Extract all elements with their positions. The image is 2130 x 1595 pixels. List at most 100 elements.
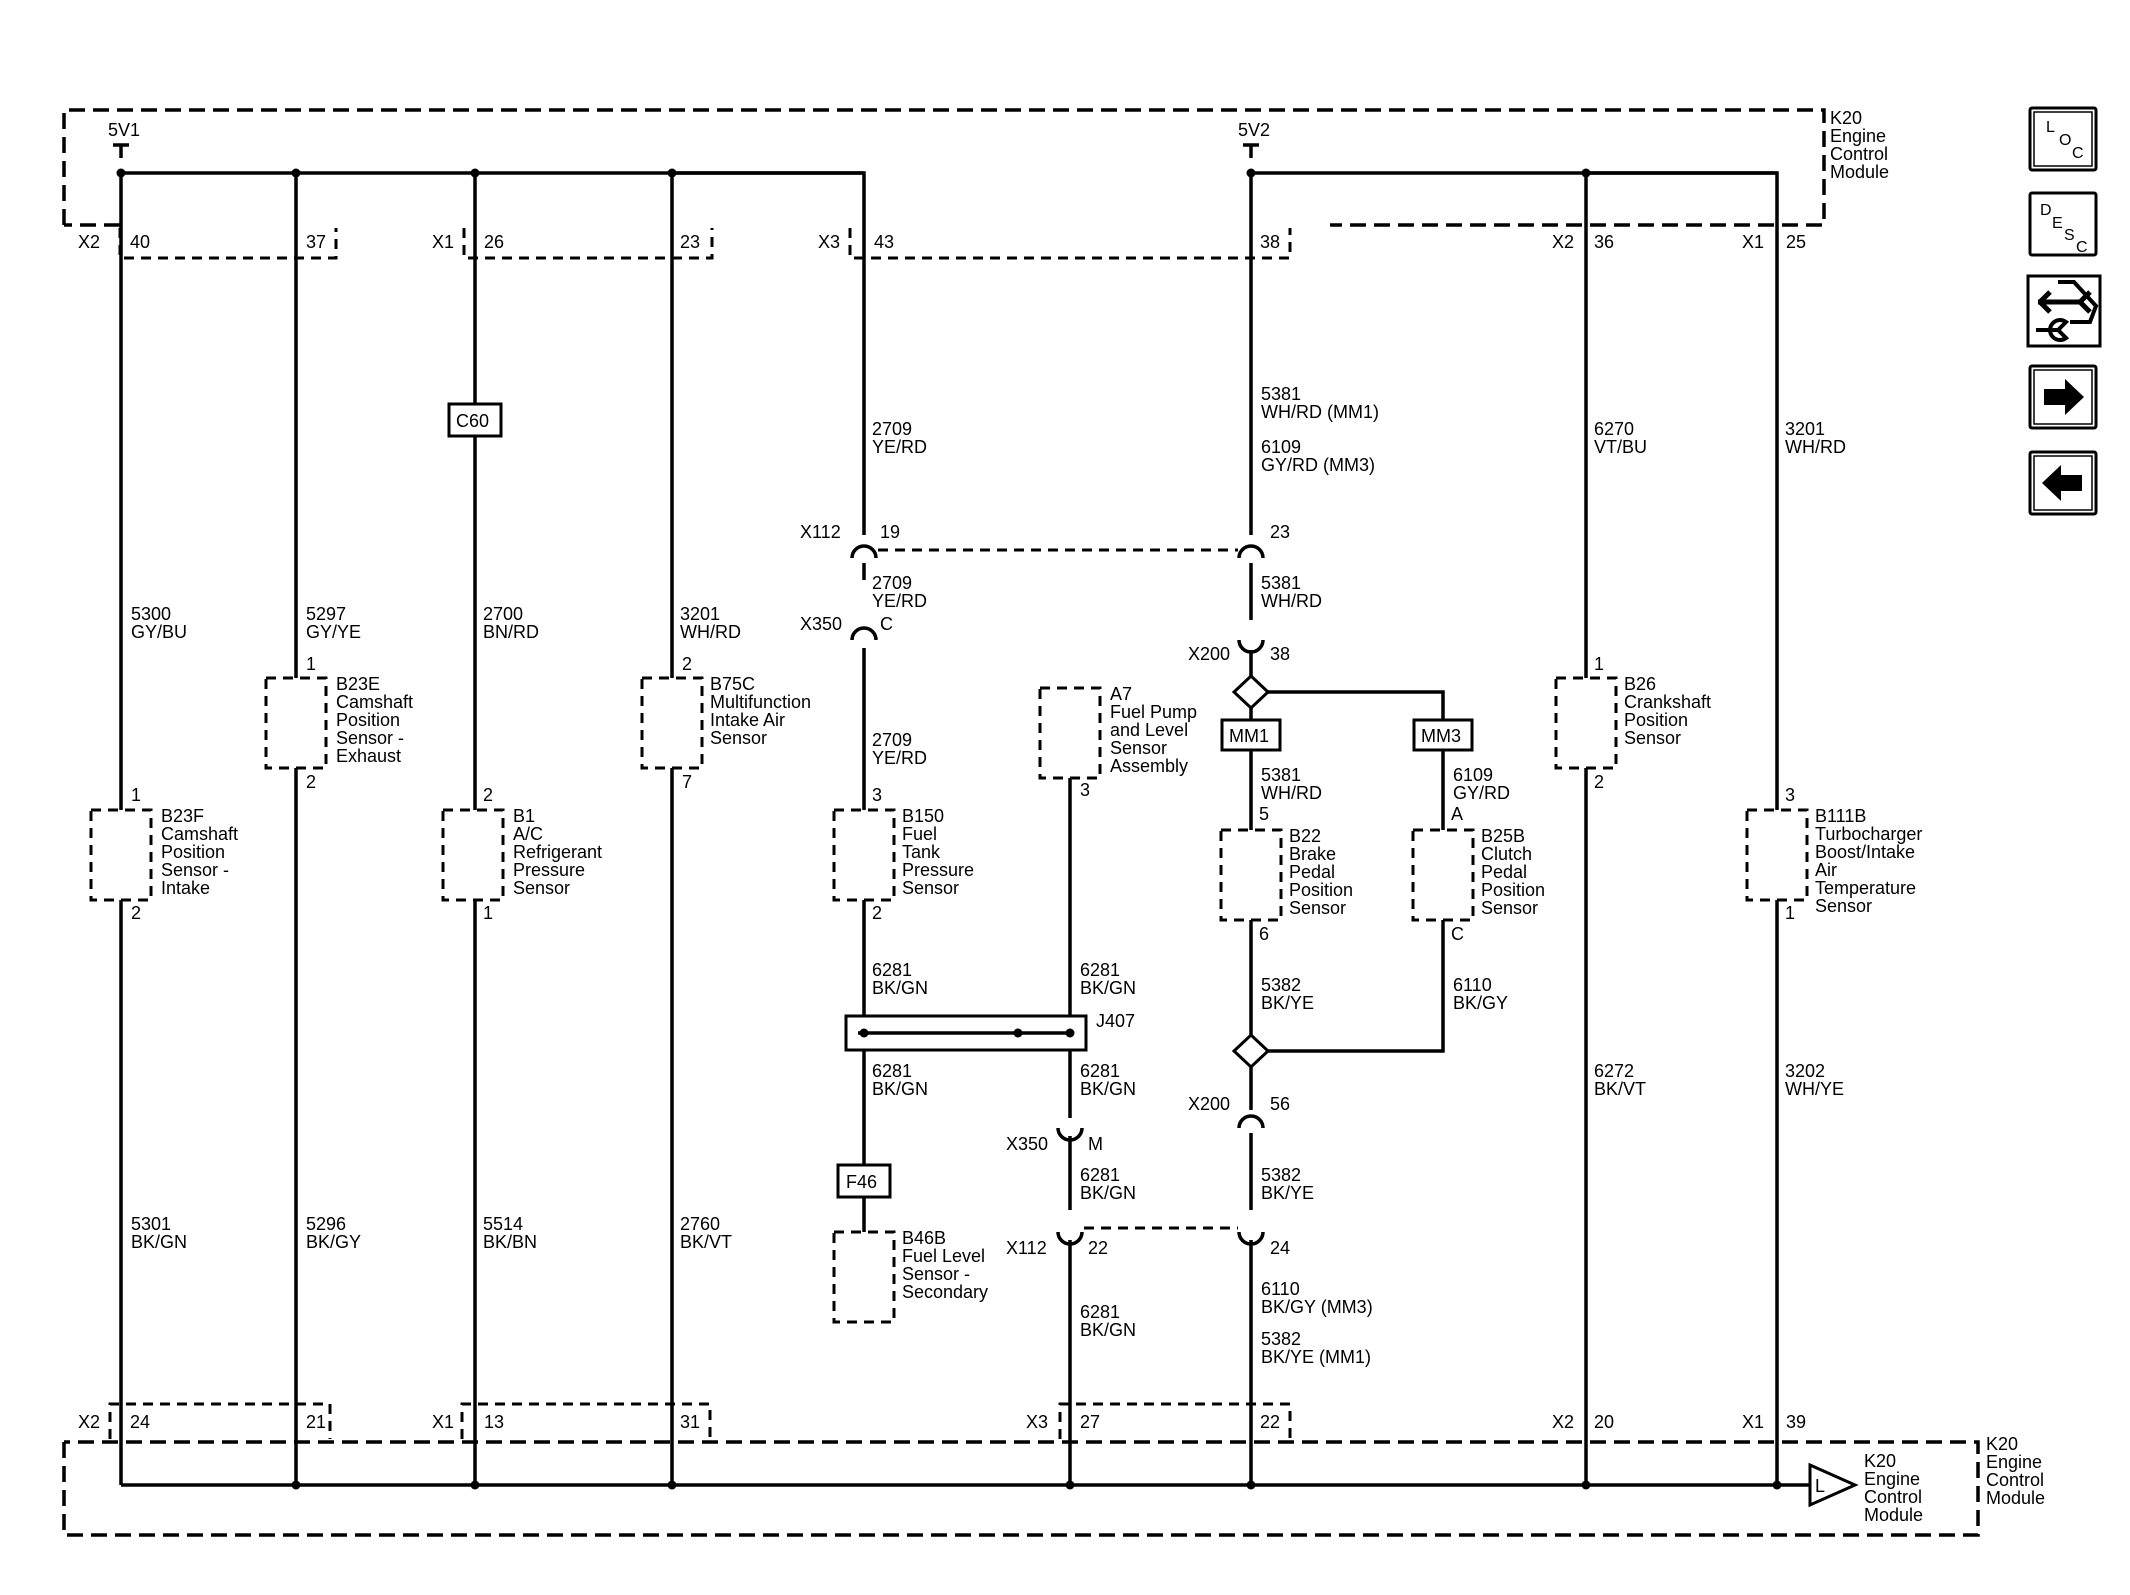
svg-text:5382: 5382 [1261, 1329, 1301, 1349]
svg-text:BK/GN: BK/GN [131, 1232, 187, 1252]
svg-text:Engine: Engine [1864, 1469, 1920, 1489]
svg-text:6281: 6281 [1080, 1061, 1120, 1081]
svg-text:Sensor: Sensor [1110, 738, 1167, 758]
svg-text:WH/RD: WH/RD [1261, 783, 1322, 803]
svg-text:E: E [2052, 215, 2063, 232]
svg-text:7: 7 [682, 772, 692, 792]
svg-text:WH/YE: WH/YE [1785, 1079, 1844, 1099]
svg-text:5300: 5300 [131, 604, 171, 624]
svg-text:C: C [1451, 924, 1464, 944]
svg-text:Brake: Brake [1289, 844, 1336, 864]
svg-text:WH/RD: WH/RD [1785, 437, 1846, 457]
bottom-pin: 20 [1594, 1412, 1614, 1432]
svg-text:B26: B26 [1624, 674, 1656, 694]
svg-text:B22: B22 [1289, 826, 1321, 846]
svg-text:Intake Air: Intake Air [710, 710, 785, 730]
next-arrow-button[interactable] [2028, 364, 2098, 430]
component-b46b: B46B Fuel Level Sensor - Secondary [832, 1228, 988, 1324]
svg-text:YE/RD: YE/RD [872, 437, 927, 457]
k20-bottom-left-label: K20 Engine Control Module [1864, 1451, 1923, 1525]
bottom-conn-x1-a: X1 [432, 1412, 454, 1432]
desc-button[interactable]: D E S C [2028, 191, 2098, 257]
svg-text:6270: 6270 [1594, 419, 1634, 439]
loc-button[interactable]: L O C [2028, 106, 2098, 172]
svg-text:6281: 6281 [1080, 1302, 1120, 1322]
svg-text:A/C: A/C [513, 824, 543, 844]
svg-text:2: 2 [131, 903, 141, 923]
inline-x350-top: X350 C [800, 614, 893, 634]
bottom-conn-x2-b: X2 [1552, 1412, 1574, 1432]
svg-text:3: 3 [1080, 780, 1090, 800]
svg-text:3201: 3201 [680, 604, 720, 624]
svg-text:WH/RD (MM1): WH/RD (MM1) [1261, 402, 1379, 422]
svg-text:6281: 6281 [872, 960, 912, 980]
svg-text:Refrigerant: Refrigerant [513, 842, 602, 862]
svg-text:Multifunction: Multifunction [710, 692, 811, 712]
svg-text:S: S [2064, 227, 2075, 244]
svg-text:6281: 6281 [1080, 960, 1120, 980]
top-pin: 38 [1260, 232, 1280, 252]
wire-b111b: 3201 WH/RD 3202 WH/YE [1586, 171, 1846, 1485]
svg-text:6281: 6281 [872, 1061, 912, 1081]
svg-text:2700: 2700 [483, 604, 523, 624]
svg-text:Control: Control [1986, 1470, 2044, 1490]
bottom-conn-x3: X3 [1026, 1412, 1048, 1432]
svg-text:BK/YE: BK/YE [1261, 1183, 1314, 1203]
svg-text:2709: 2709 [872, 730, 912, 750]
svg-text:6109: 6109 [1453, 765, 1493, 785]
svg-text:BK/VT: BK/VT [680, 1232, 732, 1252]
svg-text:1: 1 [306, 654, 316, 674]
svg-text:B150: B150 [902, 806, 944, 826]
svg-text:Sensor -: Sensor - [161, 860, 229, 880]
inline-x200-bottom: X200 56 [1188, 1094, 1290, 1114]
svg-text:5381: 5381 [1261, 573, 1301, 593]
bottom-pin: 39 [1786, 1412, 1806, 1432]
component-b1: 2 1 B1 A/C Refrigerant Pressure Sensor [441, 785, 602, 923]
wire-b150: 2709 YE/RD 2709 YE/RD 2709 YE/RD 6281 BK… [672, 171, 928, 1232]
bottom-pin: 22 [1260, 1412, 1280, 1432]
top-pin: 25 [1786, 232, 1806, 252]
svg-text:5514: 5514 [483, 1214, 523, 1234]
svg-text:5301: 5301 [131, 1214, 171, 1234]
svg-text:6109: 6109 [1261, 437, 1301, 457]
svg-text:Sensor: Sensor [1815, 896, 1872, 916]
svg-text:Position: Position [336, 710, 400, 730]
svg-text:3201: 3201 [1785, 419, 1825, 439]
svg-text:2709: 2709 [872, 419, 912, 439]
connector-diagnostic-icon[interactable] [2026, 274, 2102, 348]
svg-text:5382: 5382 [1261, 1165, 1301, 1185]
svg-text:Pedal: Pedal [1289, 862, 1335, 882]
svg-text:Tank: Tank [902, 842, 941, 862]
top-conn-x2-a: X2 [78, 232, 100, 252]
tag-c60: C60 [447, 402, 503, 438]
svg-text:Module: Module [1864, 1505, 1923, 1525]
svg-text:1: 1 [1594, 654, 1604, 674]
svg-text:Pressure: Pressure [902, 860, 974, 880]
ref-5v1: 5V1 [108, 120, 140, 140]
svg-text:BK/YE: BK/YE [1261, 993, 1314, 1013]
svg-text:Exhaust: Exhaust [336, 746, 401, 766]
svg-text:BK/GY: BK/GY [306, 1232, 361, 1252]
svg-text:Position: Position [1481, 880, 1545, 900]
svg-text:BK/BN: BK/BN [483, 1232, 537, 1252]
component-b75c: 2 7 B75C Multifunction Intake Air Sensor [640, 654, 811, 792]
svg-text:Secondary: Secondary [902, 1282, 988, 1302]
svg-text:MM3: MM3 [1421, 726, 1461, 746]
svg-text:Camshaft: Camshaft [336, 692, 413, 712]
top-pin: 37 [306, 232, 326, 252]
svg-text:B1: B1 [513, 806, 535, 826]
svg-text:X200: X200 [1188, 644, 1230, 664]
previous-arrow-button[interactable] [2028, 450, 2098, 516]
svg-text:Camshaft: Camshaft [161, 824, 238, 844]
svg-text:Control: Control [1864, 1487, 1922, 1507]
svg-text:5382: 5382 [1261, 975, 1301, 995]
svg-text:Fuel Level: Fuel Level [902, 1246, 985, 1266]
tag-mm1: MM1 [1220, 718, 1282, 752]
svg-text:Fuel: Fuel [902, 824, 937, 844]
svg-text:GY/RD: GY/RD [1453, 783, 1510, 803]
bottom-conn-x1-b: X1 [1742, 1412, 1764, 1432]
k20-module-bottom: L K20 Engine Control Module K20 Engine C… [62, 1434, 2045, 1537]
svg-text:Sensor: Sensor [513, 878, 570, 898]
svg-text:Crankshaft: Crankshaft [1624, 692, 1711, 712]
svg-text:O: O [2059, 132, 2071, 149]
